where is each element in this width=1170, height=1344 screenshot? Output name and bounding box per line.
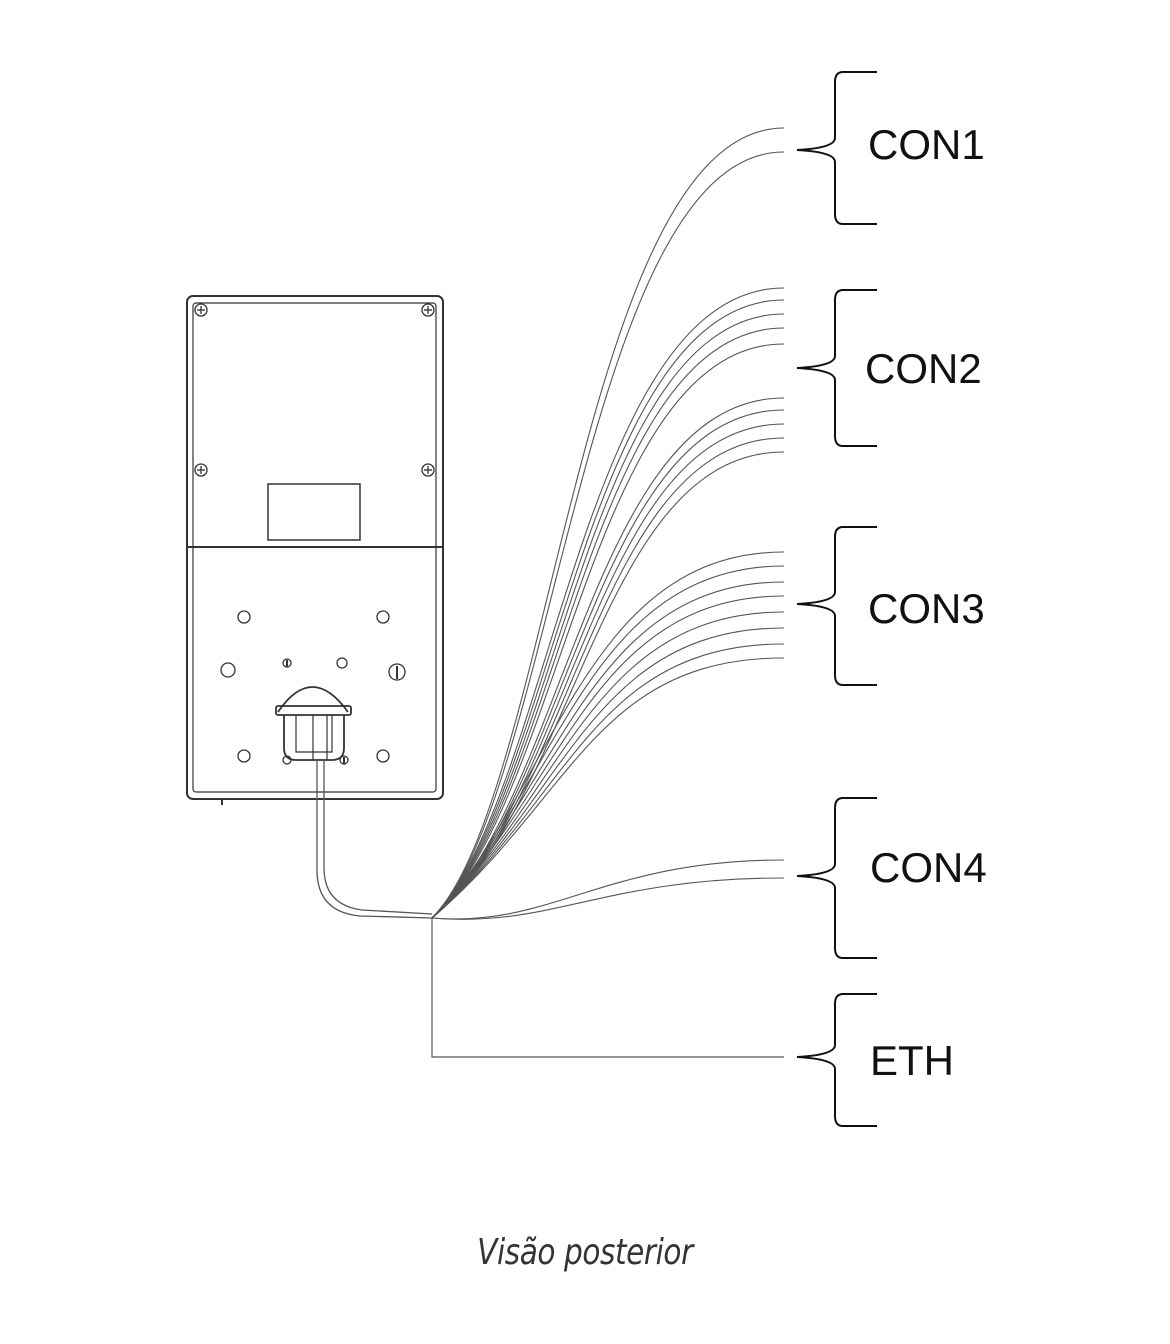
wire	[431, 327, 785, 919]
wire	[431, 397, 785, 919]
cable-gland	[275, 686, 352, 761]
wire	[431, 423, 785, 919]
connector-brace	[796, 71, 877, 225]
wire-bundle	[431, 127, 785, 920]
wire	[431, 551, 785, 919]
device-outer-frame	[186, 295, 444, 800]
wire	[431, 643, 785, 919]
connector-brace	[796, 993, 877, 1127]
wire	[431, 451, 785, 919]
wire	[431, 565, 785, 919]
wire	[431, 581, 785, 919]
wire	[431, 343, 785, 919]
connector-braces	[796, 71, 877, 1127]
connector-brace	[796, 289, 877, 447]
screw-icons	[194, 303, 435, 477]
wire	[431, 877, 785, 920]
wire	[431, 859, 785, 920]
wire	[431, 151, 785, 919]
con3-label: CON3	[868, 585, 985, 632]
diagram-caption: Visão posterior	[477, 1232, 693, 1273]
connector-brace	[796, 526, 877, 686]
wire	[431, 127, 785, 919]
wire	[431, 437, 785, 919]
connector-brace	[796, 797, 877, 959]
device-window	[267, 483, 361, 541]
con1-label: CON1	[868, 121, 985, 168]
eth-label: ETH	[870, 1037, 954, 1084]
hole-slot-marks	[286, 660, 398, 764]
wire	[431, 287, 785, 919]
eth-cable	[431, 918, 784, 1058]
trunk-cable	[316, 760, 433, 919]
device	[186, 295, 444, 805]
wire	[431, 611, 785, 919]
wire	[431, 299, 785, 919]
wire	[431, 657, 785, 919]
wire	[431, 595, 785, 919]
wire	[431, 627, 785, 919]
con2-label: CON2	[865, 345, 982, 392]
wire	[431, 409, 785, 919]
con4-label: CON4	[870, 844, 987, 891]
wire	[431, 313, 785, 919]
